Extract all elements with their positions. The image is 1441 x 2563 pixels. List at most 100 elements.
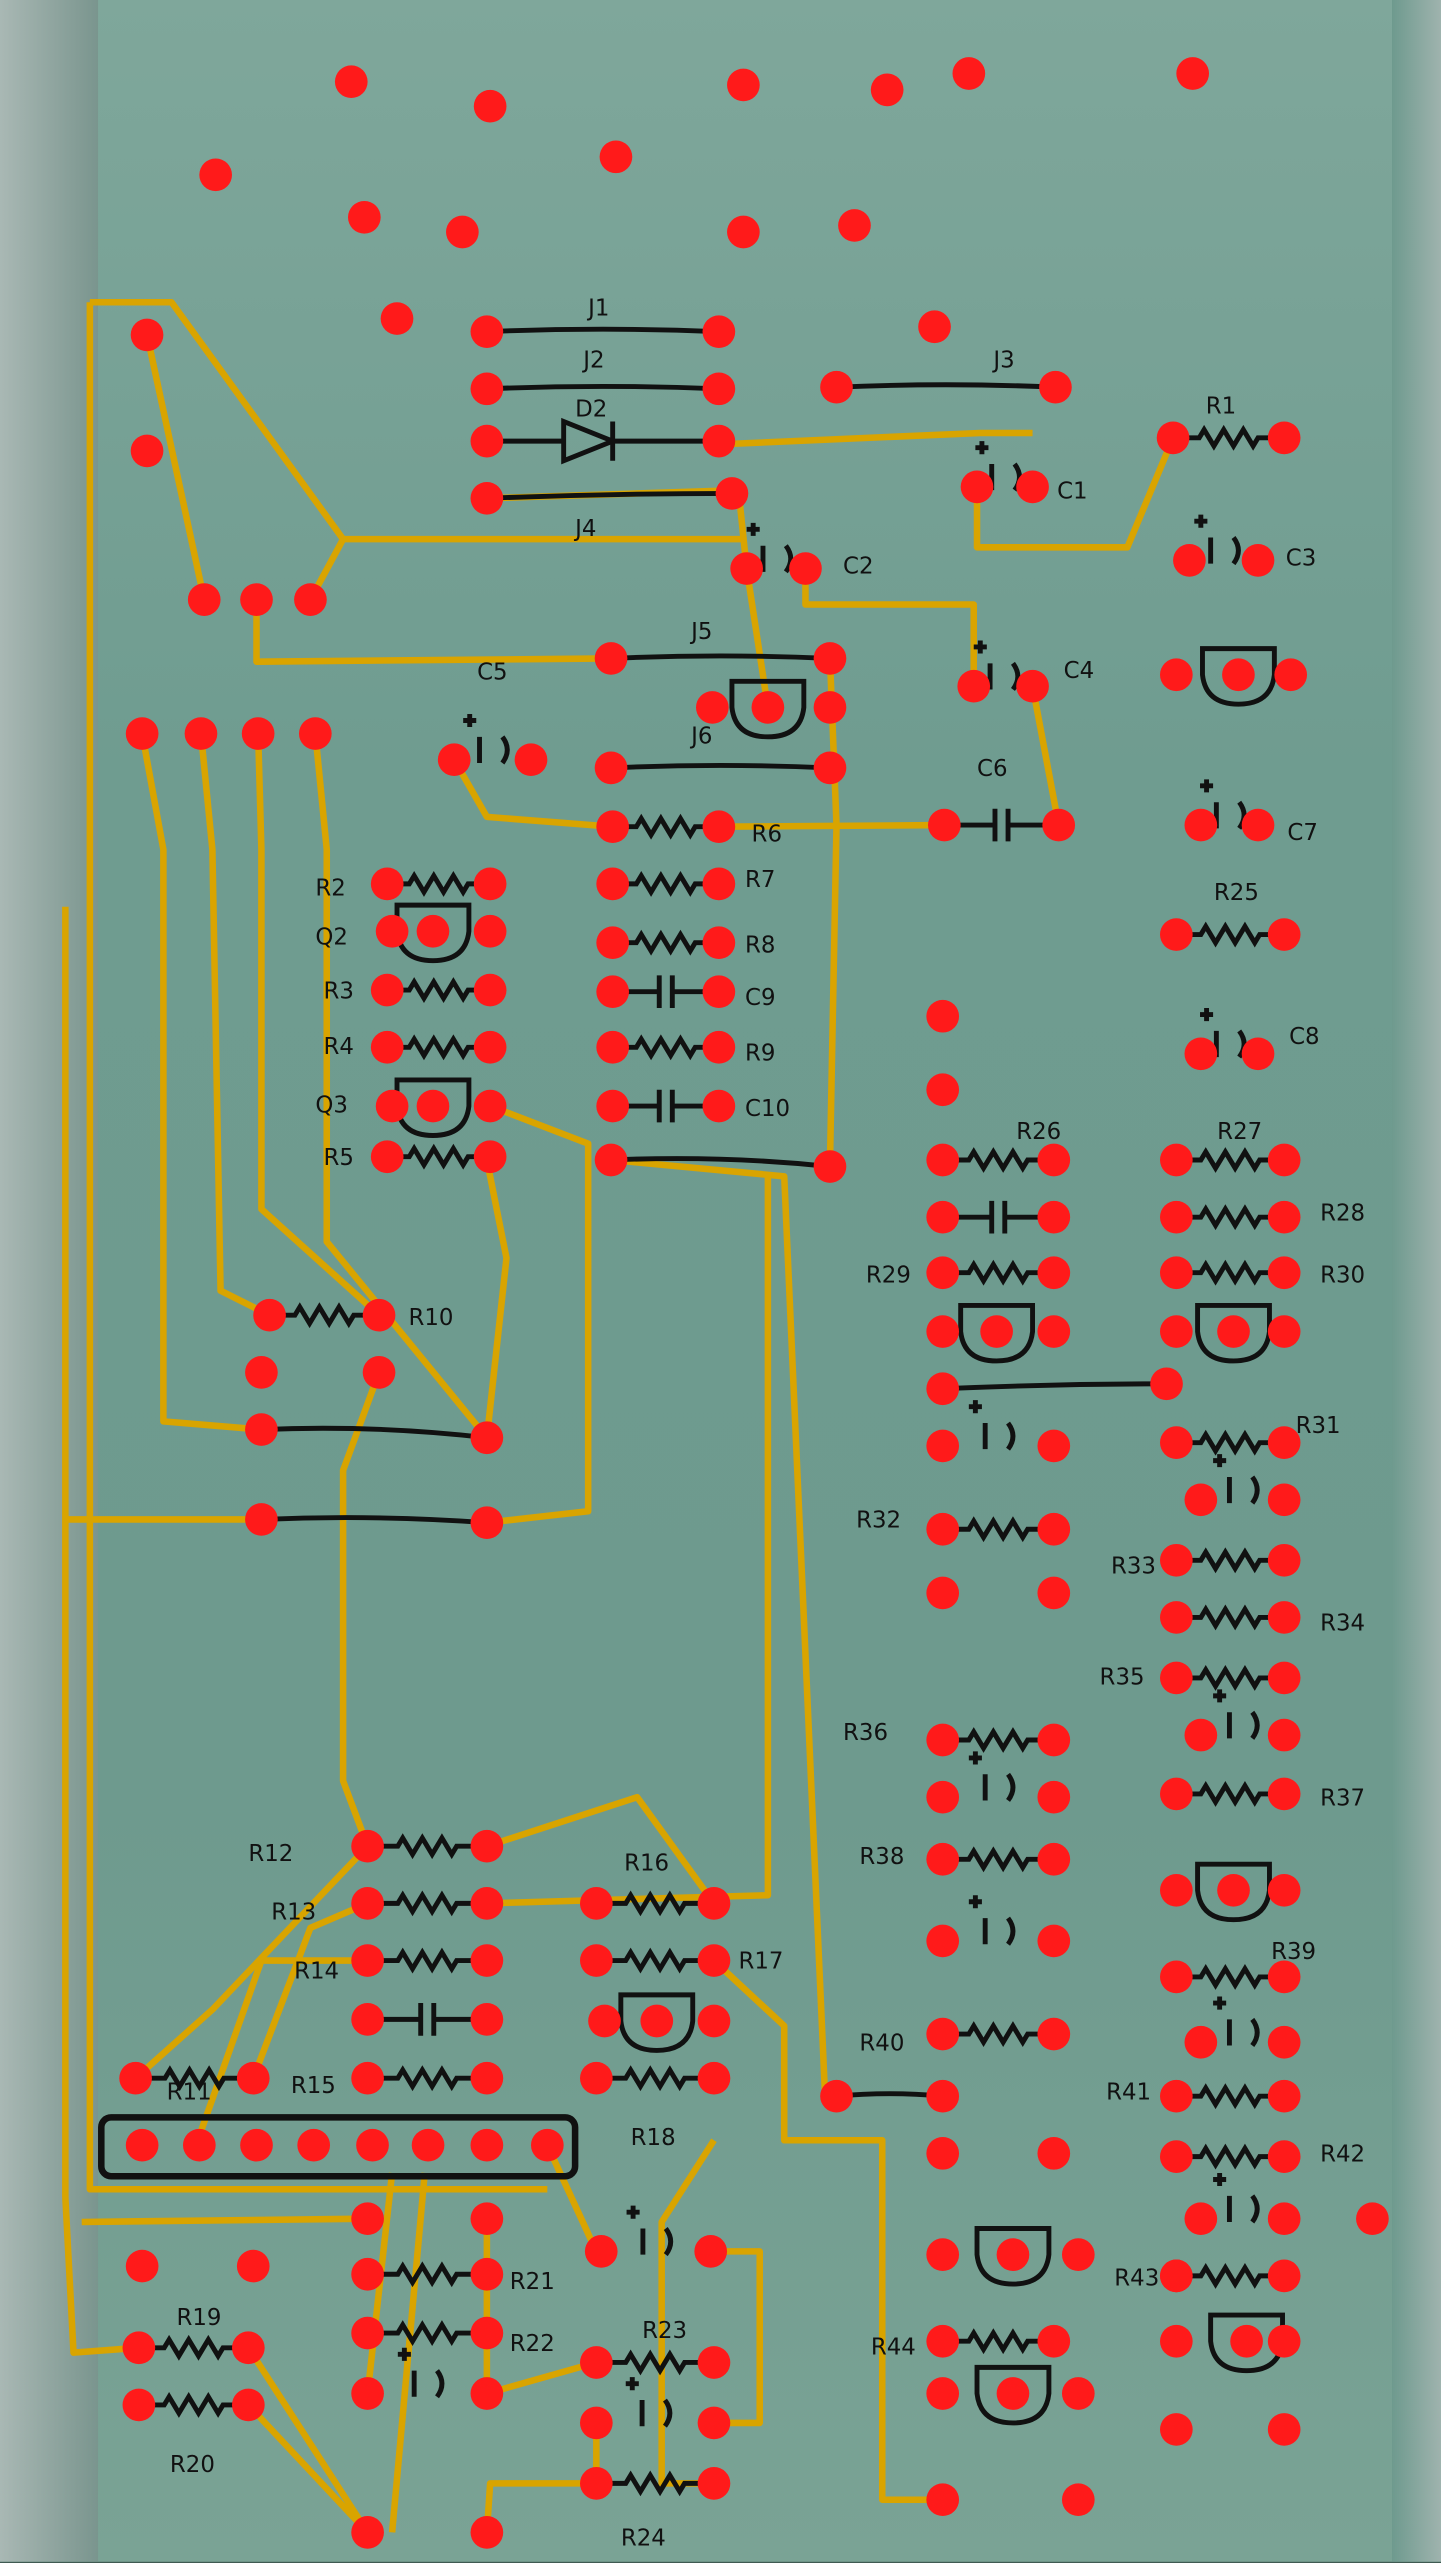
- solder-pad: [1037, 1723, 1071, 1757]
- copper-trace: [62, 2197, 140, 2356]
- solder-pad: [789, 552, 822, 585]
- solder-pad: [130, 434, 164, 468]
- resistor-symbol: [1189, 2143, 1272, 2170]
- solder-pad: [596, 975, 630, 1009]
- component-label-j6: J6: [691, 723, 713, 750]
- solder-pad: [996, 2238, 1030, 2271]
- solder-pad: [1159, 918, 1193, 951]
- capacitor-symbol: [957, 808, 1046, 842]
- resistor-symbol: [400, 1143, 478, 1170]
- copper-trace: [143, 334, 208, 601]
- solder-pad: [926, 2483, 960, 2517]
- solder-pad: [122, 2331, 156, 2365]
- solder-pad: [730, 552, 763, 585]
- resistor-symbol: [1189, 921, 1272, 948]
- polarized-capacitor-symbol: [626, 2205, 674, 2257]
- polarized-capacitor-symbol: [397, 2347, 445, 2399]
- solder-pad: [926, 1143, 960, 1177]
- jumper-wire: [261, 1515, 488, 1526]
- solder-pad: [1267, 1200, 1301, 1234]
- resistor-symbol: [1189, 1429, 1272, 1456]
- solder-pad: [1173, 544, 1206, 577]
- solder-pad: [199, 158, 232, 192]
- resistor-symbol: [380, 2320, 474, 2346]
- solder-pad: [926, 1200, 960, 1234]
- solder-pad: [470, 2128, 504, 2162]
- resistor-symbol: [1189, 1664, 1272, 1691]
- solder-pad: [1267, 2259, 1301, 2293]
- solder-pad: [1150, 1367, 1183, 1401]
- resistor-symbol: [1189, 1547, 1272, 1574]
- solder-pad: [1267, 421, 1301, 455]
- resistor-symbol: [625, 929, 706, 956]
- solder-pad: [231, 2388, 265, 2422]
- solder-pad: [980, 1315, 1013, 1348]
- solder-pad: [1241, 1037, 1275, 1071]
- solder-pad: [351, 2377, 384, 2410]
- component-label-c5: C5: [477, 660, 508, 687]
- solder-pad: [1159, 2140, 1193, 2173]
- component-label-r6: R6: [751, 821, 783, 848]
- solder-pad: [119, 2061, 152, 2095]
- transistor-symbol: [1195, 1302, 1272, 1364]
- component-label-r29: R29: [865, 1262, 911, 1290]
- solder-pad: [926, 1429, 960, 1463]
- solder-pad: [926, 1780, 960, 1814]
- solder-pad: [245, 1503, 278, 1536]
- resistor-symbol: [1189, 1259, 1272, 1286]
- resistor-symbol: [1189, 1963, 1272, 1990]
- solder-pad: [870, 73, 904, 107]
- solder-pad: [813, 1150, 847, 1183]
- resistor-symbol: [955, 1846, 1041, 1873]
- solder-pad: [370, 973, 404, 1007]
- component-label-r41: R41: [1106, 2079, 1152, 2106]
- resistor-symbol: [151, 2392, 236, 2418]
- component-label-r22: R22: [509, 2331, 555, 2358]
- resistor-symbol: [1186, 424, 1272, 451]
- solder-pad: [1222, 658, 1255, 692]
- solder-pad: [236, 2061, 270, 2095]
- copper-trace: [250, 1900, 369, 2080]
- capacitor-symbol: [380, 2003, 474, 2036]
- polarized-capacitor-symbol: [1213, 1996, 1260, 2047]
- solder-pad: [473, 1140, 507, 1174]
- solder-pad: [125, 2128, 159, 2162]
- solder-pad: [241, 717, 275, 750]
- solder-pad: [1037, 2137, 1071, 2170]
- solder-pad: [411, 2128, 445, 2162]
- component-label-r32: R32: [856, 1507, 902, 1535]
- solder-pad: [702, 975, 736, 1009]
- solder-pad: [596, 810, 630, 844]
- copper-trace: [245, 2345, 371, 2535]
- solder-pad: [1267, 2140, 1301, 2173]
- solder-pad: [298, 717, 332, 750]
- copper-trace: [718, 429, 1033, 448]
- solder-pad: [351, 1887, 384, 1920]
- component-label-c4: C4: [1063, 658, 1095, 685]
- copper-trace: [718, 821, 945, 830]
- solder-pad: [470, 424, 504, 458]
- solder-pad: [727, 68, 760, 102]
- component-label-r31: R31: [1295, 1413, 1341, 1440]
- component-label-r25: R25: [1213, 880, 1259, 907]
- solder-pad: [588, 2004, 621, 2038]
- resistor-symbol: [148, 2065, 241, 2092]
- component-label-r4: R4: [323, 1034, 354, 1061]
- polarized-capacitor-symbol: [968, 1751, 1016, 1802]
- copper-trace: [973, 436, 1177, 551]
- copper-trace: [86, 302, 548, 2193]
- component-label-r38: R38: [859, 1844, 905, 1871]
- solder-pad: [351, 2316, 384, 2350]
- solder-pad: [1042, 808, 1076, 842]
- resistor-symbol: [282, 1302, 366, 1329]
- solder-pad: [1176, 57, 1210, 90]
- solder-pad: [1230, 2324, 1263, 2358]
- solder-pad: [727, 215, 760, 249]
- polarized-capacitor-symbol: [1213, 1454, 1260, 1505]
- solder-pad: [697, 2406, 731, 2440]
- solder-pad: [1061, 2483, 1095, 2517]
- solder-pad: [926, 999, 960, 1033]
- component-label-r15: R15: [290, 2073, 336, 2100]
- solder-pad: [122, 2388, 156, 2422]
